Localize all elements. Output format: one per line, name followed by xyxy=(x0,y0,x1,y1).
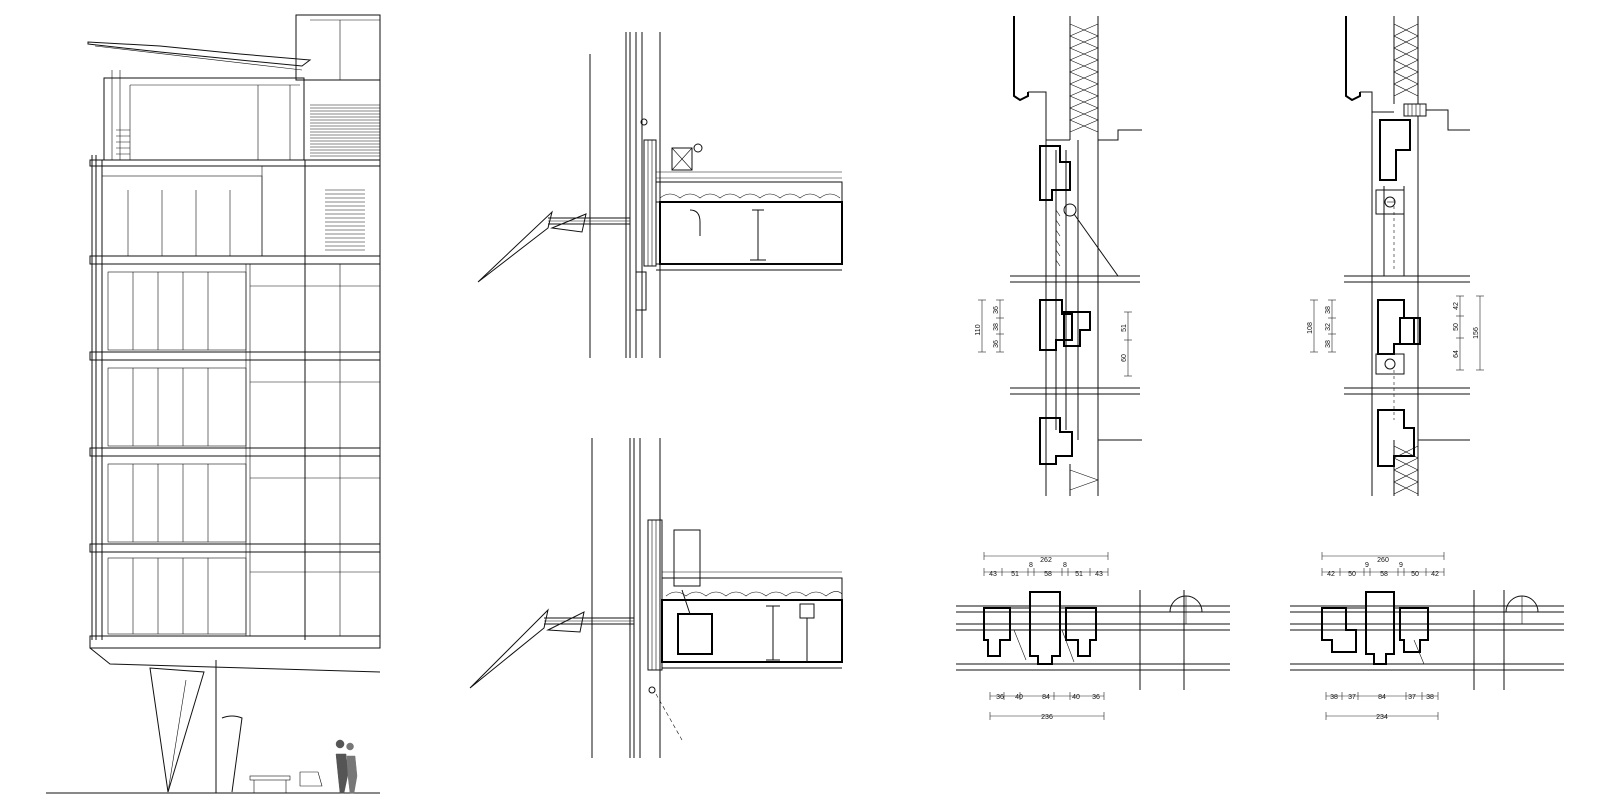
dim-pb-bot-5: 38 xyxy=(1426,694,1434,701)
dim-pa-bot-2: 40 xyxy=(1015,694,1023,701)
dim-a-right-2: 60 xyxy=(1121,354,1128,362)
dim-pb-top-total: 260 xyxy=(1377,557,1389,564)
dim-pb-bot-total: 234 xyxy=(1376,714,1388,721)
dim-pb-top-7: 42 xyxy=(1431,571,1439,578)
building-section xyxy=(46,14,381,794)
dim-pa-top-7: 43 xyxy=(1095,571,1103,578)
dim-pa-top-4: 58 xyxy=(1044,571,1052,578)
dim-pa-bot-total: 236 xyxy=(1041,714,1053,721)
dim-pa-top-6: 51 xyxy=(1075,571,1083,578)
dim-pa-bot-3: 84 xyxy=(1042,694,1050,701)
dim-pa-top-total: 262 xyxy=(1040,557,1052,564)
dim-b-right-total: 156 xyxy=(1473,327,1480,339)
dim-b-right-3: 64 xyxy=(1453,350,1460,358)
dim-pa-top-3: 8 xyxy=(1029,562,1033,569)
dim-b-right-2: 50 xyxy=(1453,323,1460,331)
dim-pb-top-6: 50 xyxy=(1411,571,1419,578)
dim-pa-top-5: 8 xyxy=(1063,562,1067,569)
dim-pb-bot-2: 37 xyxy=(1348,694,1356,701)
dim-a-left-total: 110 xyxy=(975,324,982,335)
dim-a-left-3: 36 xyxy=(993,340,1000,348)
window-section-a: 110 36 38 36 51 60 xyxy=(975,16,1142,496)
facade-detail-lower xyxy=(469,438,843,758)
dim-pb-top-1: 42 xyxy=(1327,571,1335,578)
dim-b-right-1: 42 xyxy=(1453,302,1460,310)
dim-pb-bot-4: 37 xyxy=(1408,694,1416,701)
dim-b-left-2: 32 xyxy=(1325,323,1332,331)
dim-a-right-1: 51 xyxy=(1121,324,1128,332)
facade-detail-upper xyxy=(477,32,843,358)
dim-b-left-1: 38 xyxy=(1325,306,1332,314)
dim-a-left-2: 38 xyxy=(993,323,1000,331)
dim-b-left-3: 38 xyxy=(1325,340,1332,348)
dim-pa-bot-5: 36 xyxy=(1092,694,1100,701)
window-plan-b: 260 42 50 9 58 9 50 42 38 37 84 37 38 23… xyxy=(1290,552,1564,721)
dim-b-left-total: 108 xyxy=(1307,322,1314,334)
dim-pa-bot-1: 36 xyxy=(996,694,1004,701)
dim-pb-top-4: 58 xyxy=(1380,571,1388,578)
dim-pa-top-2: 51 xyxy=(1011,571,1019,578)
window-plan-a: 262 43 51 8 58 8 51 43 36 40 84 40 36 23… xyxy=(956,552,1230,721)
dim-pb-bot-3: 84 xyxy=(1378,694,1386,701)
window-section-b: 108 38 32 38 42 50 64 156 xyxy=(1307,16,1484,496)
dim-pa-bot-4: 40 xyxy=(1072,694,1080,701)
dim-pb-bot-1: 38 xyxy=(1330,694,1338,701)
dim-pb-top-5: 9 xyxy=(1399,562,1403,569)
dim-a-left-1: 36 xyxy=(993,306,1000,314)
dim-pb-top-2: 50 xyxy=(1348,571,1356,578)
dim-pa-top-1: 43 xyxy=(989,571,997,578)
dim-pb-top-3: 9 xyxy=(1365,562,1369,569)
